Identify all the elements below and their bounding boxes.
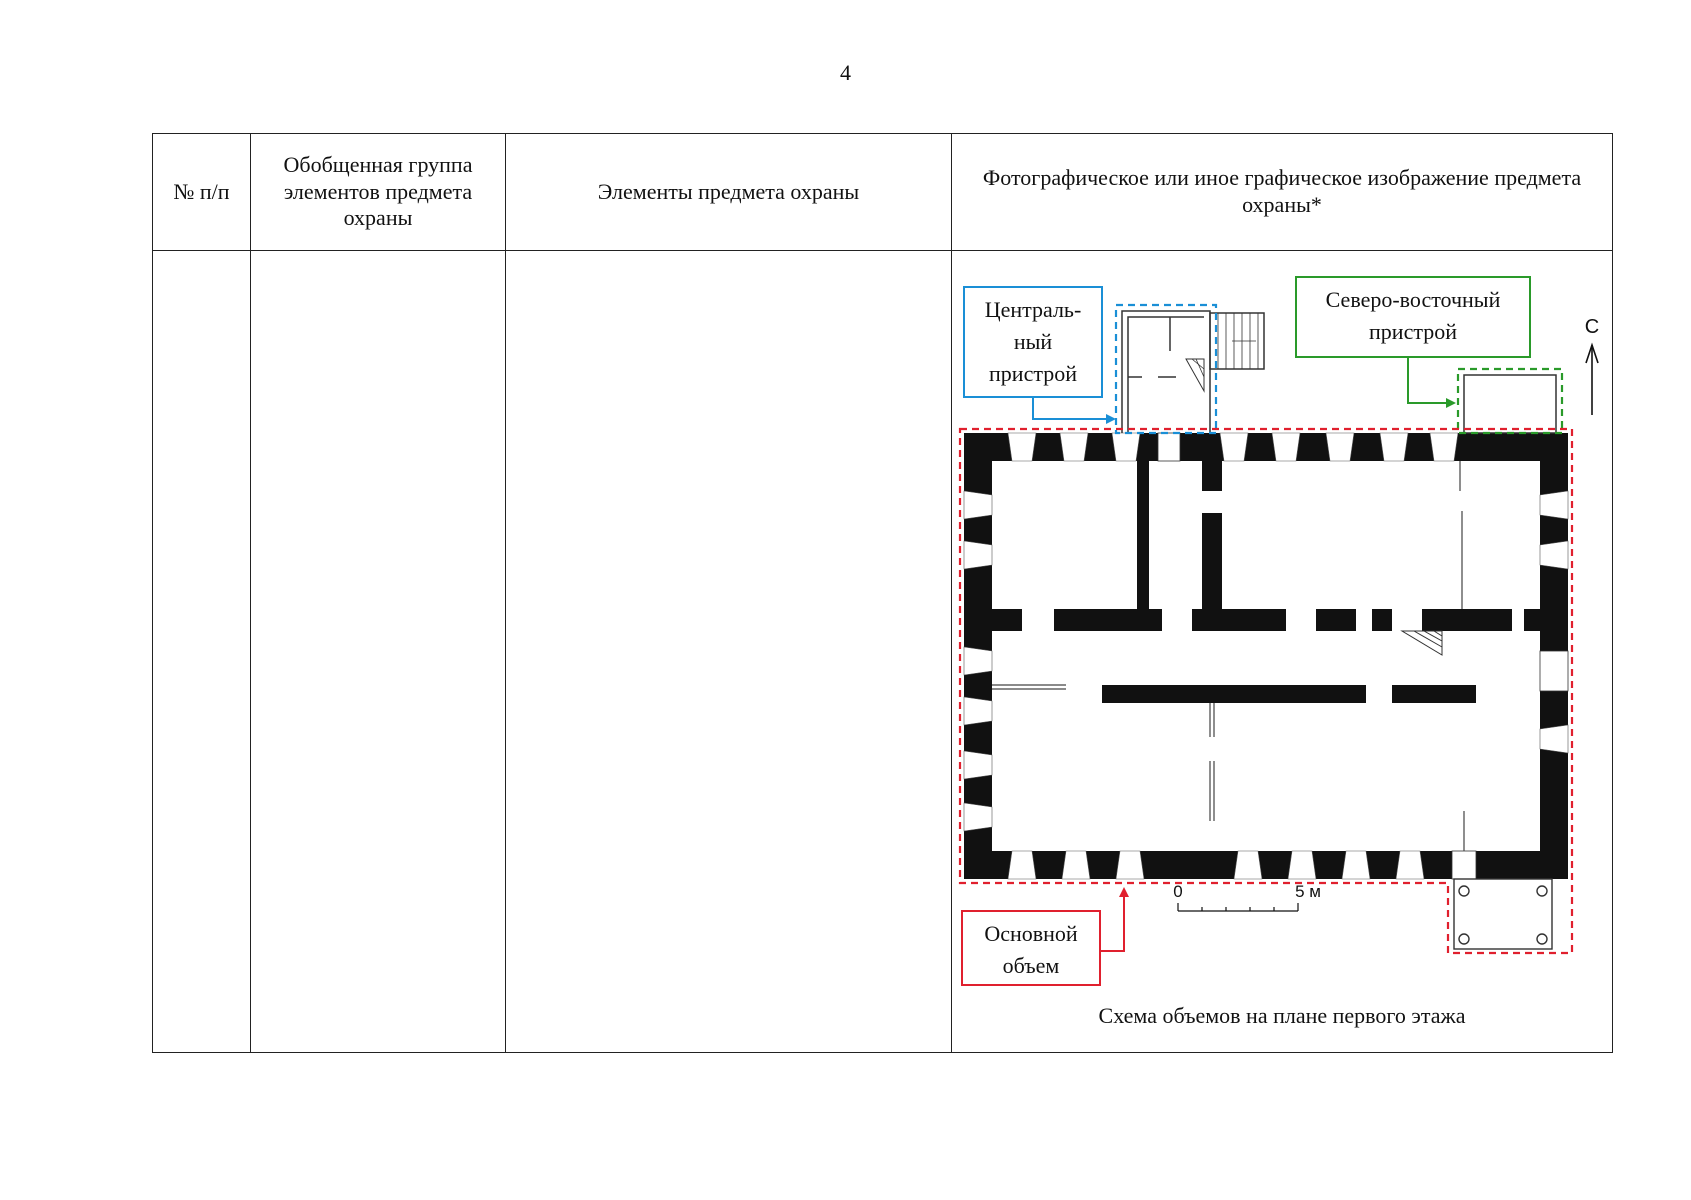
central-annex-arrow (1032, 397, 1116, 424)
header-elements: Элементы предмета охраны (505, 133, 952, 251)
main-label-line-2: объем (1003, 953, 1060, 978)
main-label-line-1: Основной (984, 921, 1078, 946)
main-volume-walls (964, 433, 1568, 879)
thin-partitions (992, 461, 1465, 851)
main-volume-arrow (1100, 887, 1129, 952)
cell-number (152, 250, 251, 1053)
scale-end-label: 5 м (1295, 882, 1321, 901)
north-label: С (1585, 316, 1599, 338)
northeast-annex-outline (1456, 367, 1564, 435)
header-image: Фотографическое или иное графическое изо… (951, 133, 1613, 251)
door-openings (1157, 432, 1569, 880)
window-openings (963, 432, 1569, 880)
north-arrow: С (1585, 316, 1599, 415)
header-group: Обобщенная группа элементов предмета охр… (250, 133, 506, 251)
scale-start-label: 0 (1173, 882, 1182, 901)
main-volume-outline (958, 427, 1574, 955)
scale-bar (1177, 903, 1299, 912)
plan-caption: Схема объемов на плане первого этажа (1099, 1003, 1466, 1028)
northeast-label-line-2: пристрой (1369, 319, 1457, 344)
porch (1453, 878, 1553, 950)
header-row: № п/п Обобщенная группа элементов предме… (152, 133, 1613, 251)
cell-plan: Централь- ный пристрой Северо-восточный … (951, 250, 1613, 1053)
cell-group (250, 250, 506, 1053)
central-annex-label: Централь- ный пристрой (963, 286, 1103, 398)
central-annex (1121, 310, 1265, 433)
main-volume-label: Основной объем (961, 910, 1101, 986)
northeast-label-line-1: Северо-восточный (1326, 287, 1501, 312)
northeast-annex-body (1463, 374, 1557, 434)
header-number: № п/п (152, 133, 251, 251)
page-number: 4 (840, 60, 851, 85)
northeast-annex-label: Северо-восточный пристрой (1295, 276, 1531, 358)
table-row: Централь- ный пристрой Северо-восточный … (152, 250, 1613, 1053)
central-label-line-1: Централь- (985, 297, 1082, 322)
central-label-line-3: пристрой (989, 361, 1077, 386)
central-label-line-2: ный (1014, 329, 1053, 354)
main-stair (1400, 630, 1443, 656)
central-annex-outline (1114, 303, 1218, 435)
protection-table: № п/п Обобщенная группа элементов предме… (152, 133, 1613, 1053)
floor-plan: Централь- ный пристрой Северо-восточный … (958, 276, 1599, 1028)
northeast-annex-arrow (1407, 357, 1456, 408)
cell-elements (505, 250, 952, 1053)
